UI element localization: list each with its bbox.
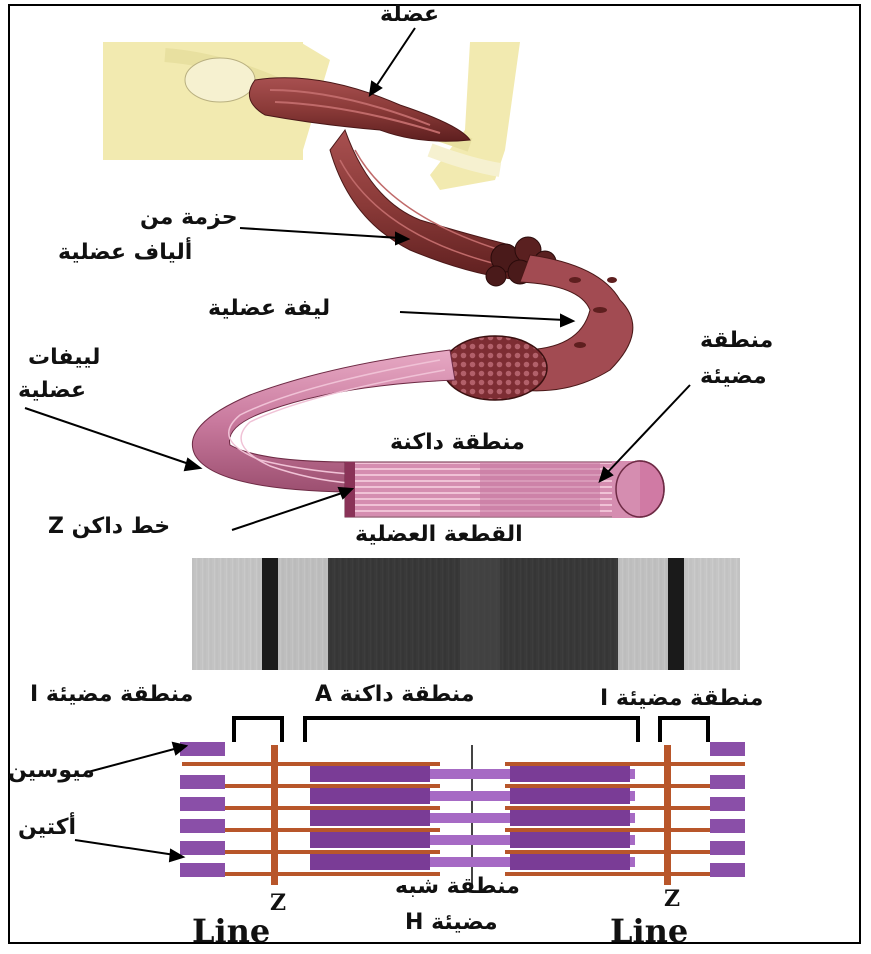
label-fiber: ليفة عضلية [208,296,330,321]
label-line-right: Line [610,912,688,950]
label-actin: أكتين [18,815,76,840]
label-h-zone-line2: مضيئة H [405,910,498,935]
a-band-bracket [305,718,638,742]
label-myofibrils-line2: عضلية [18,378,86,403]
label-myosin: ميوسين [8,758,95,783]
electron-micrograph [192,558,740,670]
label-sarcomere: القطعة العضلية [355,522,523,547]
i-band-bracket-right [660,718,708,742]
label-z-left: Z [270,890,286,916]
sarcomere-schematic [180,718,745,885]
label-z-dark-line: خط داكن Z [48,514,170,539]
label-light-zone-i-left: منطقة مضيئة I [30,682,193,707]
label-dark-zone-top: منطقة داكنة [390,430,525,455]
label-dark-zone-a: منطقة داكنة A [315,682,475,707]
fiber-cross-section [443,336,547,400]
label-bundle-line2: ألياف عضلية [58,240,192,265]
label-bundle-line1: حزمة من [140,205,238,230]
label-light-zone-top-line2: مضيئة [700,364,767,389]
label-muscle: عضلة [380,2,439,27]
label-light-zone-top-line1: منطقة [700,328,773,353]
label-myofibrils-line1: لييفات [28,345,100,370]
label-light-zone-i-right: منطقة مضيئة I [600,686,763,711]
i-band-bracket-left [234,718,282,742]
label-h-zone-line1: منطقة شبه [395,874,520,899]
dark-band-region [480,462,600,517]
label-z-right: Z [664,886,680,912]
label-line-left: Line [192,912,270,950]
